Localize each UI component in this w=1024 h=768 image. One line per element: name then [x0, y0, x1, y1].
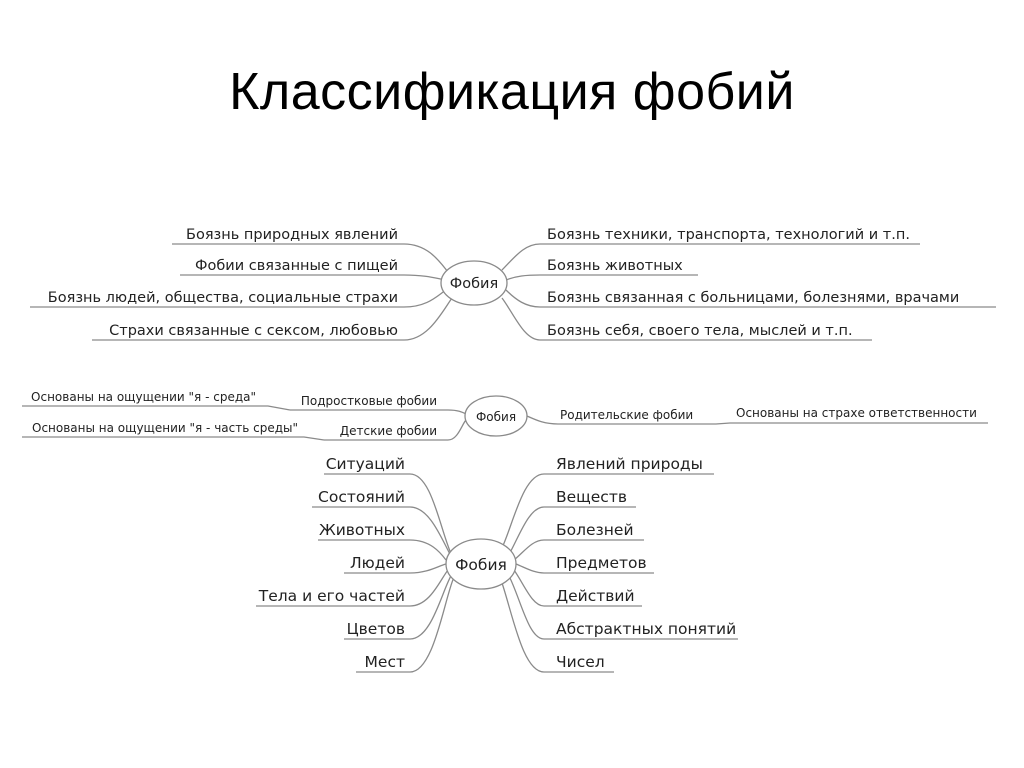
map1-right-label: Боязнь себя, своего тела, мыслей и т.п. [547, 323, 853, 339]
map3-left-label: Состояний [318, 488, 405, 506]
map1-right-label: Боязнь техники, транспорта, технологий и… [547, 227, 910, 243]
map1-left-label: Страхи связанные с сексом, любовью [109, 323, 398, 339]
map1-left-label: Боязнь людей, общества, социальные страх… [48, 290, 398, 306]
map2-right-inner-label: Родительские фобии [560, 408, 693, 422]
map3-right-label: Болезней [556, 521, 634, 539]
mind-map-2: Фобия Основаны на ощущении "я - среда" О… [22, 390, 988, 441]
map2-left-outer-label: Основаны на ощущении "я - часть среды" [32, 421, 298, 435]
map1-right-label: Боязнь животных [547, 258, 683, 274]
map3-left-label: Мест [365, 653, 405, 671]
map3-left-label: Цветов [347, 620, 405, 638]
map2-left-inner-label: Детские фобии [340, 424, 437, 438]
map2-left-inner-label: Подростковые фобии [301, 394, 437, 408]
map3-right-label: Явлений природы [556, 455, 703, 473]
map3-right-label: Абстрактных понятий [556, 620, 736, 638]
map3-left-label: Людей [350, 554, 405, 572]
map1-left-label: Фобии связанные с пищей [195, 258, 398, 274]
map1-left-label: Боязнь природных явлений [186, 227, 398, 243]
mind-map-3: Фобия Ситуаций Состояний Животных Людей … [256, 455, 738, 673]
mind-map-3-center: Фобия [455, 556, 507, 574]
map3-right-label: Чисел [556, 653, 605, 671]
mind-map-1: Фобия Боязнь природных явлений Фобии свя… [30, 227, 996, 341]
mind-map-1-center: Фобия [450, 276, 498, 292]
map2-left-outer-label: Основаны на ощущении "я - среда" [31, 390, 256, 404]
map3-right-label: Предметов [556, 554, 647, 572]
map3-right-label: Веществ [556, 488, 627, 506]
mind-map-2-center: Фобия [476, 410, 516, 424]
map3-left-label: Тела и его частей [258, 587, 405, 605]
map3-left-label: Животных [319, 521, 405, 539]
map3-left-label: Ситуаций [326, 455, 405, 473]
map1-right-label: Боязнь связанная с больницами, болезнями… [547, 290, 959, 306]
map3-right-label: Действий [556, 587, 635, 605]
page-title: Классификация фобий [229, 63, 795, 121]
map2-right-outer-label: Основаны на страхе ответственности [736, 406, 977, 420]
